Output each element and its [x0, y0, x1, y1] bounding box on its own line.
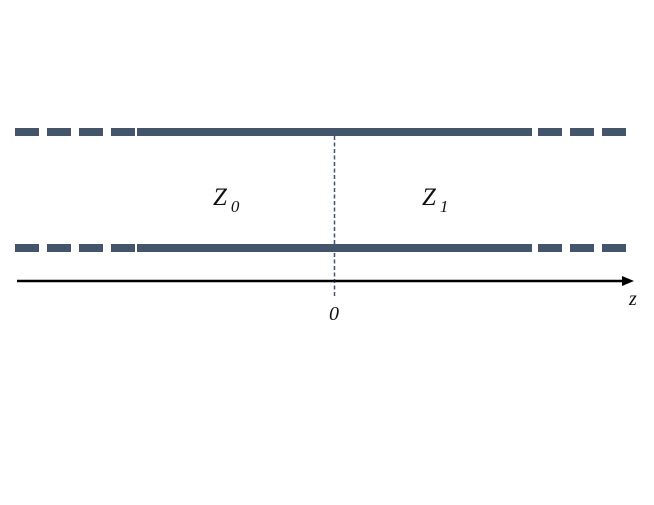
origin-label: 0 — [329, 303, 339, 325]
top-dash — [111, 128, 135, 136]
top-dash — [47, 128, 71, 136]
top-dash — [602, 128, 626, 136]
bottom-dash — [602, 244, 626, 252]
top-dash — [570, 128, 594, 136]
bottom-dash — [570, 244, 594, 252]
top-dash — [538, 128, 562, 136]
bottom-dash — [79, 244, 103, 252]
z-axis-arrowhead-icon — [622, 276, 634, 286]
bottom-conductor — [15, 244, 626, 252]
bottom-dash — [15, 244, 39, 252]
z-axis-label: z — [628, 288, 637, 310]
top-dash — [79, 128, 103, 136]
bottom-dash — [538, 244, 562, 252]
bottom-dash — [47, 244, 71, 252]
top-solid-line — [137, 128, 532, 136]
top-conductor — [15, 128, 626, 136]
top-dash — [15, 128, 39, 136]
bottom-dash — [111, 244, 135, 252]
